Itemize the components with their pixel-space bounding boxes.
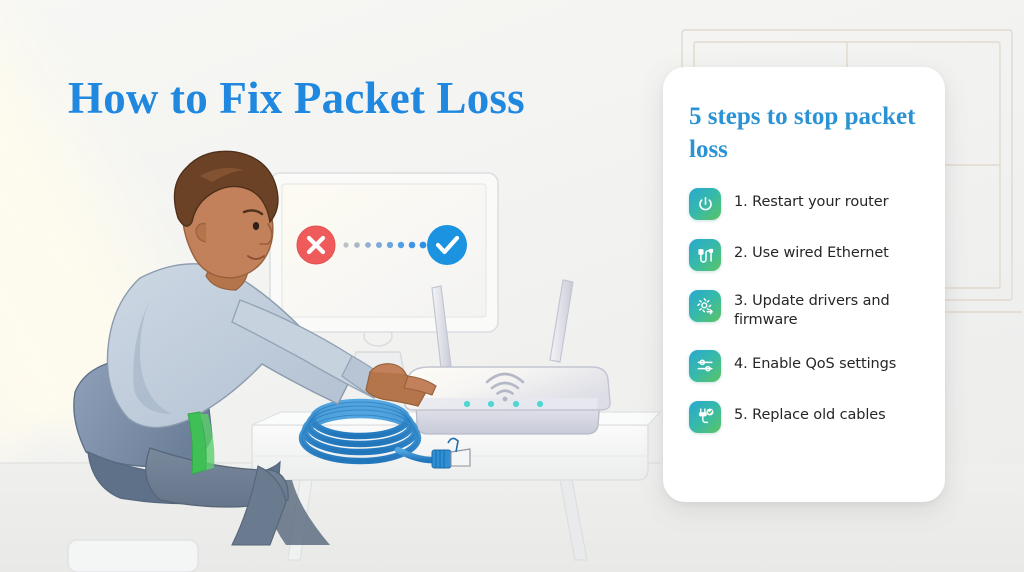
list-item[interactable]: 3. Update drivers and firmware (689, 290, 919, 331)
card-title: 5 steps to stop packet loss (689, 103, 916, 163)
router-led-indicators (463, 400, 544, 408)
plug-check-icon (689, 400, 721, 433)
chair-base (67, 539, 199, 572)
list-item[interactable]: 5. Replace old cables (689, 400, 919, 433)
hair (173, 150, 279, 227)
hand-pointing (365, 363, 437, 407)
gear-update-icon (689, 290, 721, 322)
list-item[interactable]: 1. Restart your router (689, 188, 919, 220)
router-antenna (431, 279, 574, 369)
page-title: How to Fix Packet Loss (68, 73, 525, 123)
power-icon (689, 188, 721, 220)
step-label: 4. Enable QoS settings (734, 355, 897, 372)
rj45-connector (431, 437, 471, 469)
steps-card: 5 steps to stop packet loss 1. Restart y… (663, 67, 945, 502)
step-label: 1. Restart your router (734, 194, 889, 210)
ethernet-cable-icon (689, 239, 721, 271)
person-seated (67, 150, 437, 572)
sliders-icon (689, 349, 721, 382)
wifi-router (404, 279, 611, 435)
step-label: 2. Use wired Ethernet (734, 245, 889, 261)
step-label: 5. Replace old cables (734, 406, 886, 423)
ethernet-cable-coil (298, 398, 471, 469)
steps-list: 1. Restart your router 2. Use wired Ethe… (689, 188, 919, 433)
step-label: 3. Update drivers and firmware (734, 293, 890, 329)
wifi-icon (485, 372, 525, 402)
blue-circle-check-icon (427, 225, 467, 265)
list-item[interactable]: 4. Enable QoS settings (689, 349, 919, 382)
packet-loss-graphic (296, 225, 467, 265)
list-item[interactable]: 2. Use wired Ethernet (689, 239, 919, 271)
red-circle-x-icon (296, 225, 336, 265)
